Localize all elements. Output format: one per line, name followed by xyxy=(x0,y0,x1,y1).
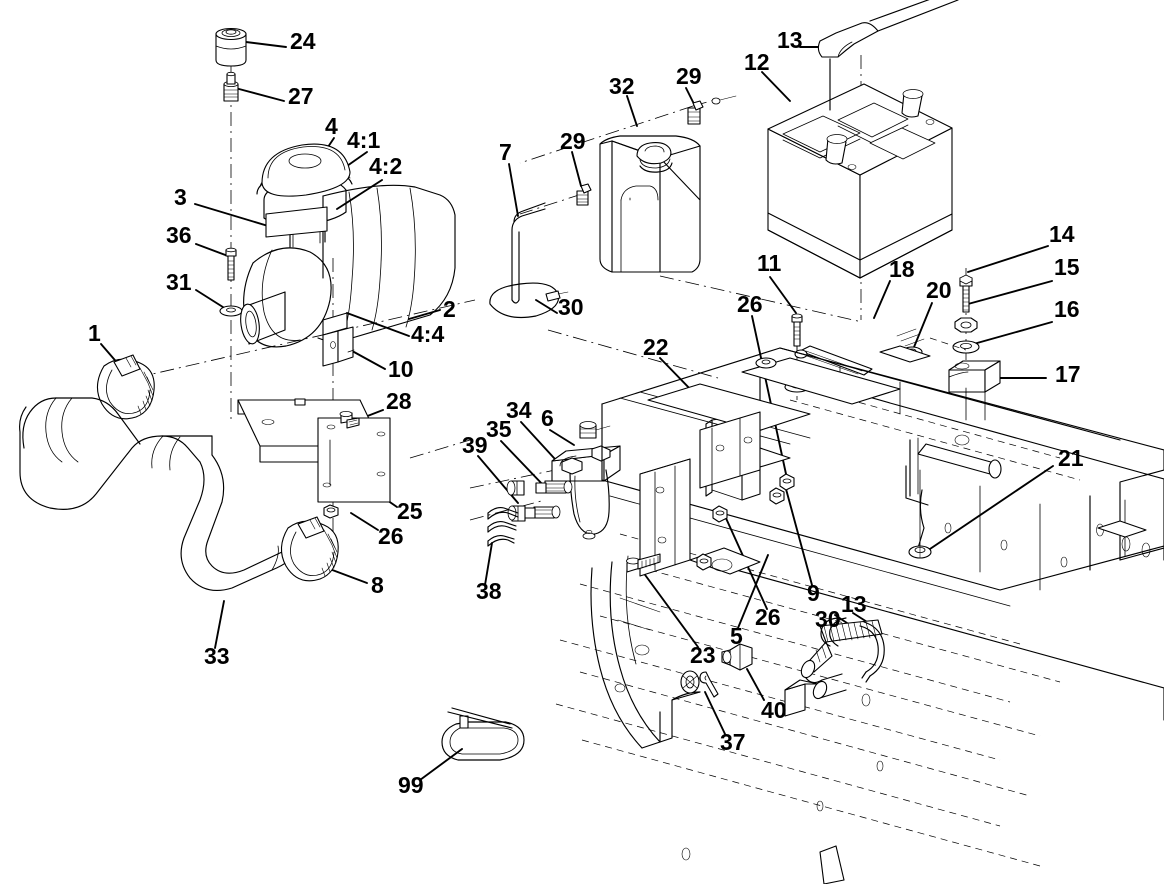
callout-13a: 13 xyxy=(777,27,803,53)
part-20-battery-hold-down xyxy=(896,328,967,351)
callout-4-1: 4:1 xyxy=(347,127,381,153)
part-9-bracket-nut xyxy=(769,473,795,505)
callout-10: 10 xyxy=(388,356,414,382)
part-37-washer xyxy=(680,670,719,698)
part-30-cable-tie-lower xyxy=(820,617,885,683)
part-40-nut xyxy=(721,643,753,671)
part-13-battery-cable-top xyxy=(817,0,959,111)
part-34-elbow-fitting xyxy=(535,480,573,494)
callout-25: 25 xyxy=(397,498,423,524)
callout-18: 18 xyxy=(889,256,915,282)
part-6-fuel-filter xyxy=(551,421,621,540)
callout-30b: 30 xyxy=(815,606,841,632)
callout-39: 39 xyxy=(462,432,488,458)
part-8-hose-clamp xyxy=(280,516,339,582)
callout-33: 33 xyxy=(204,643,230,669)
callout-28: 28 xyxy=(386,388,412,414)
callout-29b: 29 xyxy=(560,128,586,154)
part-1-hose-clamp xyxy=(96,354,155,420)
part-29-hose-clamp-a xyxy=(687,95,737,125)
callout-14: 14 xyxy=(1049,221,1075,247)
callout-7: 7 xyxy=(499,139,512,165)
callout-36: 36 xyxy=(166,222,192,248)
part-30-cable-tie-upper xyxy=(489,282,569,319)
part-26-lock-nuts-center xyxy=(696,505,728,571)
callout-2: 2 xyxy=(443,296,456,322)
callout-30a: 30 xyxy=(558,294,584,320)
callout-13b: 13 xyxy=(841,591,867,617)
part-27-fitting-nipple xyxy=(223,71,239,102)
callout-20: 20 xyxy=(926,277,952,303)
part-17-wing-block xyxy=(948,360,1001,421)
callout-6: 6 xyxy=(541,405,554,431)
part-29-hose-clamp-b xyxy=(576,183,592,206)
part-24-fitting-cap xyxy=(215,27,247,67)
part-32-expansion-tank xyxy=(599,135,701,273)
part-12-battery xyxy=(767,83,953,279)
callout-1: 1 xyxy=(88,320,101,346)
part-31-washer xyxy=(219,305,243,317)
callout-40: 40 xyxy=(761,697,787,723)
callout-8: 8 xyxy=(371,572,384,598)
leader-lines xyxy=(100,40,1054,781)
callout-4-4: 4:4 xyxy=(411,321,445,347)
callout-38: 38 xyxy=(476,578,502,604)
callout-17: 17 xyxy=(1055,361,1081,387)
callout-15: 15 xyxy=(1054,254,1080,280)
part-16-flat-washer xyxy=(952,340,980,354)
part-5-support-plate xyxy=(639,458,691,475)
part-7-dipstick-tube xyxy=(511,202,546,304)
part-14-bolt xyxy=(959,274,973,313)
part-38-fuel-lines xyxy=(487,506,519,547)
part-36-screw xyxy=(225,247,237,281)
part-13-cable-coil xyxy=(800,619,883,700)
part-2-muffler-assembly xyxy=(240,143,456,367)
part-15-lock-washer xyxy=(954,317,978,333)
callout-12: 12 xyxy=(744,49,770,75)
part-26-lock-nut-bracket xyxy=(323,504,339,519)
callout-26b: 26 xyxy=(378,523,404,549)
callout-35: 35 xyxy=(486,416,512,442)
callout-5: 5 xyxy=(730,623,743,649)
callout-9: 9 xyxy=(807,580,820,606)
callout-26c: 26 xyxy=(755,604,781,630)
callout-29a: 29 xyxy=(676,63,702,89)
part-10-mounting-bracket xyxy=(347,349,355,353)
callout-22: 22 xyxy=(643,334,669,360)
callout-37: 37 xyxy=(720,729,746,755)
callout-27: 27 xyxy=(288,83,314,109)
callout-4: 4 xyxy=(325,113,338,139)
callout-3: 3 xyxy=(174,184,187,210)
callout-16: 16 xyxy=(1054,296,1080,322)
part-23-bolt xyxy=(626,553,661,573)
part-25-muffler-bracket xyxy=(237,398,391,503)
callout-11: 11 xyxy=(757,250,782,276)
callout-26a: 26 xyxy=(737,291,763,317)
callout-34: 34 xyxy=(506,397,532,423)
part-39-cap-plug xyxy=(506,480,526,522)
callout-4-2: 4:2 xyxy=(369,153,403,179)
part-28-screw xyxy=(339,410,360,429)
callout-32: 32 xyxy=(609,73,635,99)
callout-31: 31 xyxy=(166,269,192,295)
callout-23: 23 xyxy=(690,642,716,668)
part-35-hose-barb xyxy=(523,505,561,519)
callout-24: 24 xyxy=(290,28,316,54)
chassis-frame xyxy=(555,345,1164,884)
callout-21: 21 xyxy=(1058,445,1084,471)
callout-99: 99 xyxy=(398,772,424,798)
part-99-wire-clip xyxy=(441,707,525,761)
